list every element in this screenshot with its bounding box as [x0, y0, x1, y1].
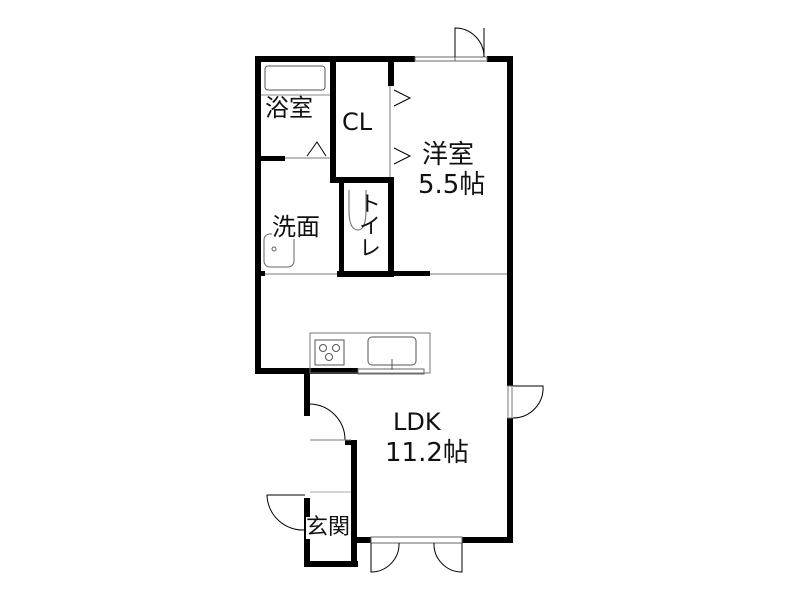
room-label-entrance: 玄関: [306, 515, 351, 540]
walls: [255, 56, 513, 567]
room-label-ldk: LDK: [393, 408, 441, 436]
room-label-washroom: 洗面: [272, 213, 320, 241]
room-label-closet: CL: [342, 108, 373, 136]
room-label-bathroom: 浴室: [265, 94, 313, 122]
room-size-ldk: 11.2帖: [385, 438, 469, 468]
room-label-western-room: 洋室: [422, 140, 475, 170]
doors-windows: [261, 27, 544, 573]
room-size-western-room: 5.5帖: [418, 170, 486, 200]
room-label-toilet: トイレ: [355, 192, 380, 258]
